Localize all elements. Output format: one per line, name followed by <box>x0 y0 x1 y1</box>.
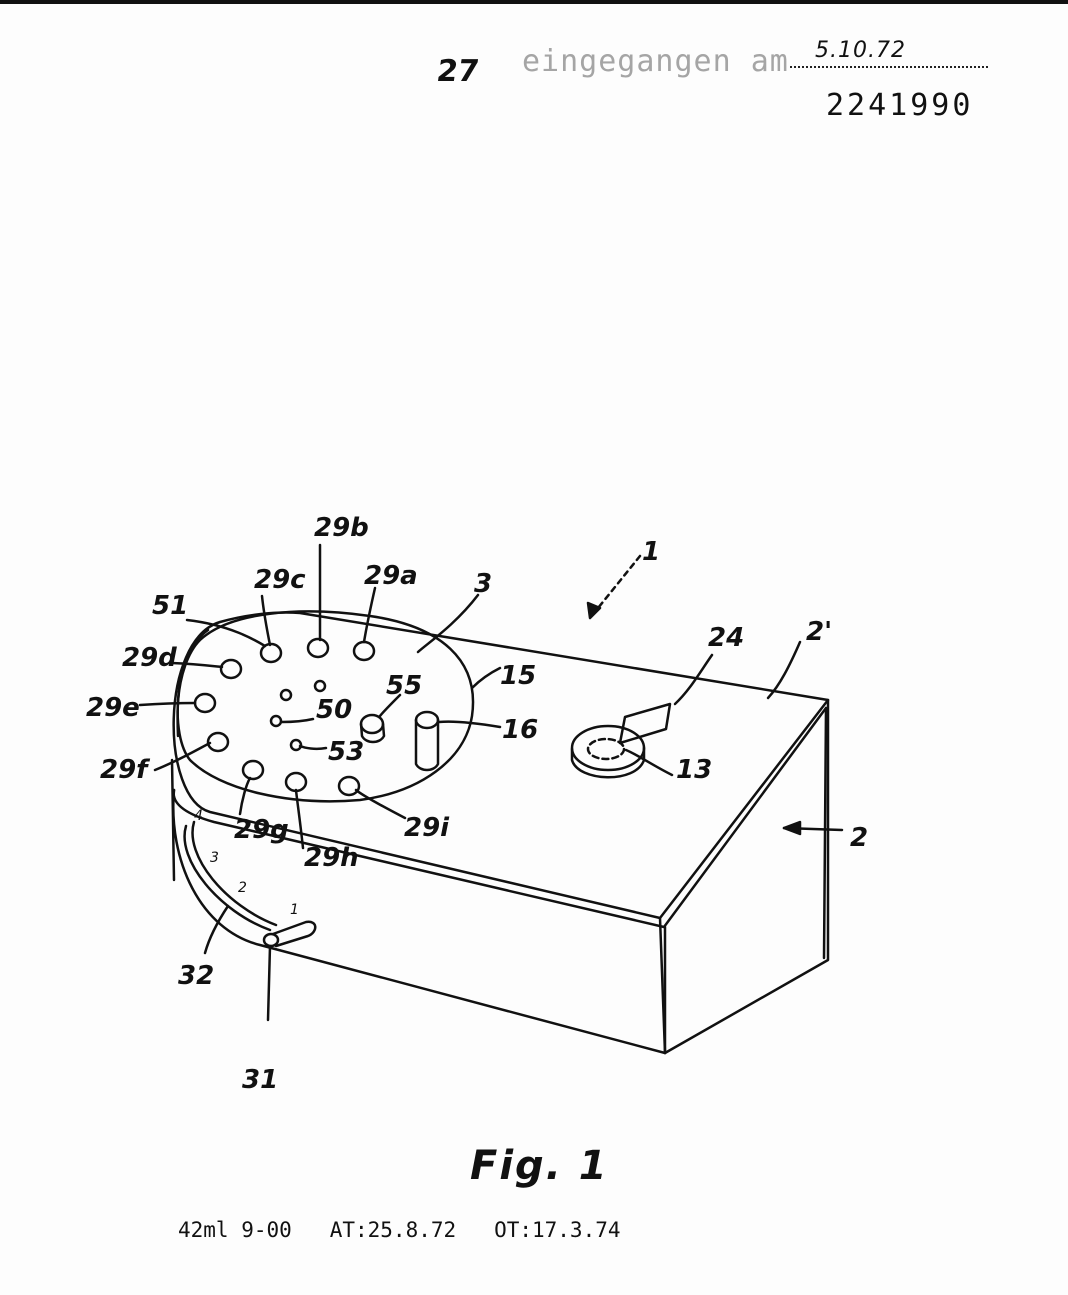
housing-right-face <box>658 698 830 1055</box>
label-31: 31 <box>242 1065 278 1095</box>
hole-29b <box>306 637 330 659</box>
label-55: 55 <box>386 671 422 701</box>
leader-51 <box>185 618 267 648</box>
label-16: 16 <box>502 715 538 745</box>
slot-scale-2: 2 <box>238 880 247 896</box>
label-2prime: 2' <box>806 617 832 647</box>
leader-29a <box>362 586 377 644</box>
hole-29d <box>219 658 243 680</box>
inner-hole-2 <box>313 679 327 693</box>
leader-29c <box>260 594 272 647</box>
label-24: 24 <box>708 623 744 653</box>
slot-scale-1: 1 <box>290 902 299 918</box>
leader-15 <box>470 666 502 690</box>
label-29h: 29h <box>304 843 359 873</box>
leader-29h <box>294 788 305 850</box>
leader-29g <box>238 776 252 816</box>
leader-32 <box>203 904 230 955</box>
knob-13-center <box>586 737 626 761</box>
top-border-rule <box>0 0 1068 4</box>
post-16-body <box>414 718 440 772</box>
leader-55 <box>378 693 402 718</box>
hole-29g <box>241 759 265 781</box>
inner-hole-53 <box>289 738 303 752</box>
label-29d: 29d <box>122 643 177 673</box>
leader-16 <box>437 720 502 729</box>
label-29b: 29b <box>314 513 369 543</box>
footer-line: 42ml 9-00 AT:25.8.72 OT:17.3.74 <box>178 1218 621 1242</box>
hole-29i <box>337 775 361 797</box>
label-2: 2 <box>850 823 868 853</box>
label-29g: 29g <box>234 815 289 845</box>
leader-50 <box>280 717 315 724</box>
leader-24 <box>673 653 714 706</box>
receipt-stamp-text: eingegangen am <box>522 44 789 79</box>
label-1: 1 <box>642 537 660 567</box>
hole-29f <box>206 731 230 753</box>
stamp-dotted-line <box>790 66 988 68</box>
label-15: 15 <box>500 661 536 691</box>
label-29a: 29a <box>364 561 418 591</box>
knob-13-top <box>570 724 646 772</box>
leader-2prime <box>766 640 802 700</box>
label-29i: 29i <box>404 813 450 843</box>
cap-55-top <box>359 713 385 735</box>
hole-29a <box>352 640 376 662</box>
housing-top-outline <box>172 611 830 920</box>
leader-29d <box>170 661 224 669</box>
figure-title: Fig. 1 <box>470 1143 609 1189</box>
hole-29h <box>284 771 308 793</box>
label-53: 53 <box>328 737 364 767</box>
label-51: 51 <box>152 591 188 621</box>
housing-right-face-inner <box>822 706 828 960</box>
leader-29i <box>354 788 407 820</box>
leader-31 <box>266 944 272 1022</box>
dial-plate-rim <box>176 628 210 738</box>
arrow-1 <box>588 554 642 620</box>
leader-29f <box>153 741 212 772</box>
arrowhead-2 <box>782 820 802 836</box>
dial-plate-outline <box>176 610 475 803</box>
slot-scale-4: 4 <box>194 808 203 824</box>
receipt-stamp-date: 5.10.72 <box>815 38 906 63</box>
label-50: 50 <box>316 695 352 725</box>
slot-32-inner <box>191 820 278 927</box>
label-29e: 29e <box>86 693 140 723</box>
label-29c: 29c <box>254 565 306 595</box>
label-32: 32 <box>178 961 214 991</box>
cap-55-body <box>359 722 386 744</box>
leader-53 <box>298 744 328 751</box>
slot-scale-3: 3 <box>210 850 219 866</box>
label-13: 13 <box>676 755 712 785</box>
document-number: 2241990 <box>826 88 974 123</box>
window-24 <box>618 702 672 745</box>
arrowhead-1 <box>586 601 602 620</box>
leader-29e <box>138 701 197 707</box>
inner-hole-50 <box>269 714 283 728</box>
inner-hole-1 <box>279 688 293 702</box>
pin-31-body <box>271 920 317 948</box>
label-3: 3 <box>474 569 492 599</box>
post-16-top <box>414 710 440 730</box>
leader-3 <box>416 593 480 654</box>
leader-13 <box>624 748 674 777</box>
slot-32 <box>183 824 272 932</box>
housing-left-edge <box>170 758 176 882</box>
knob-13-side <box>570 746 646 779</box>
label-29f: 29f <box>100 755 151 785</box>
pin-31-head <box>262 932 280 948</box>
hole-29e <box>193 692 217 714</box>
